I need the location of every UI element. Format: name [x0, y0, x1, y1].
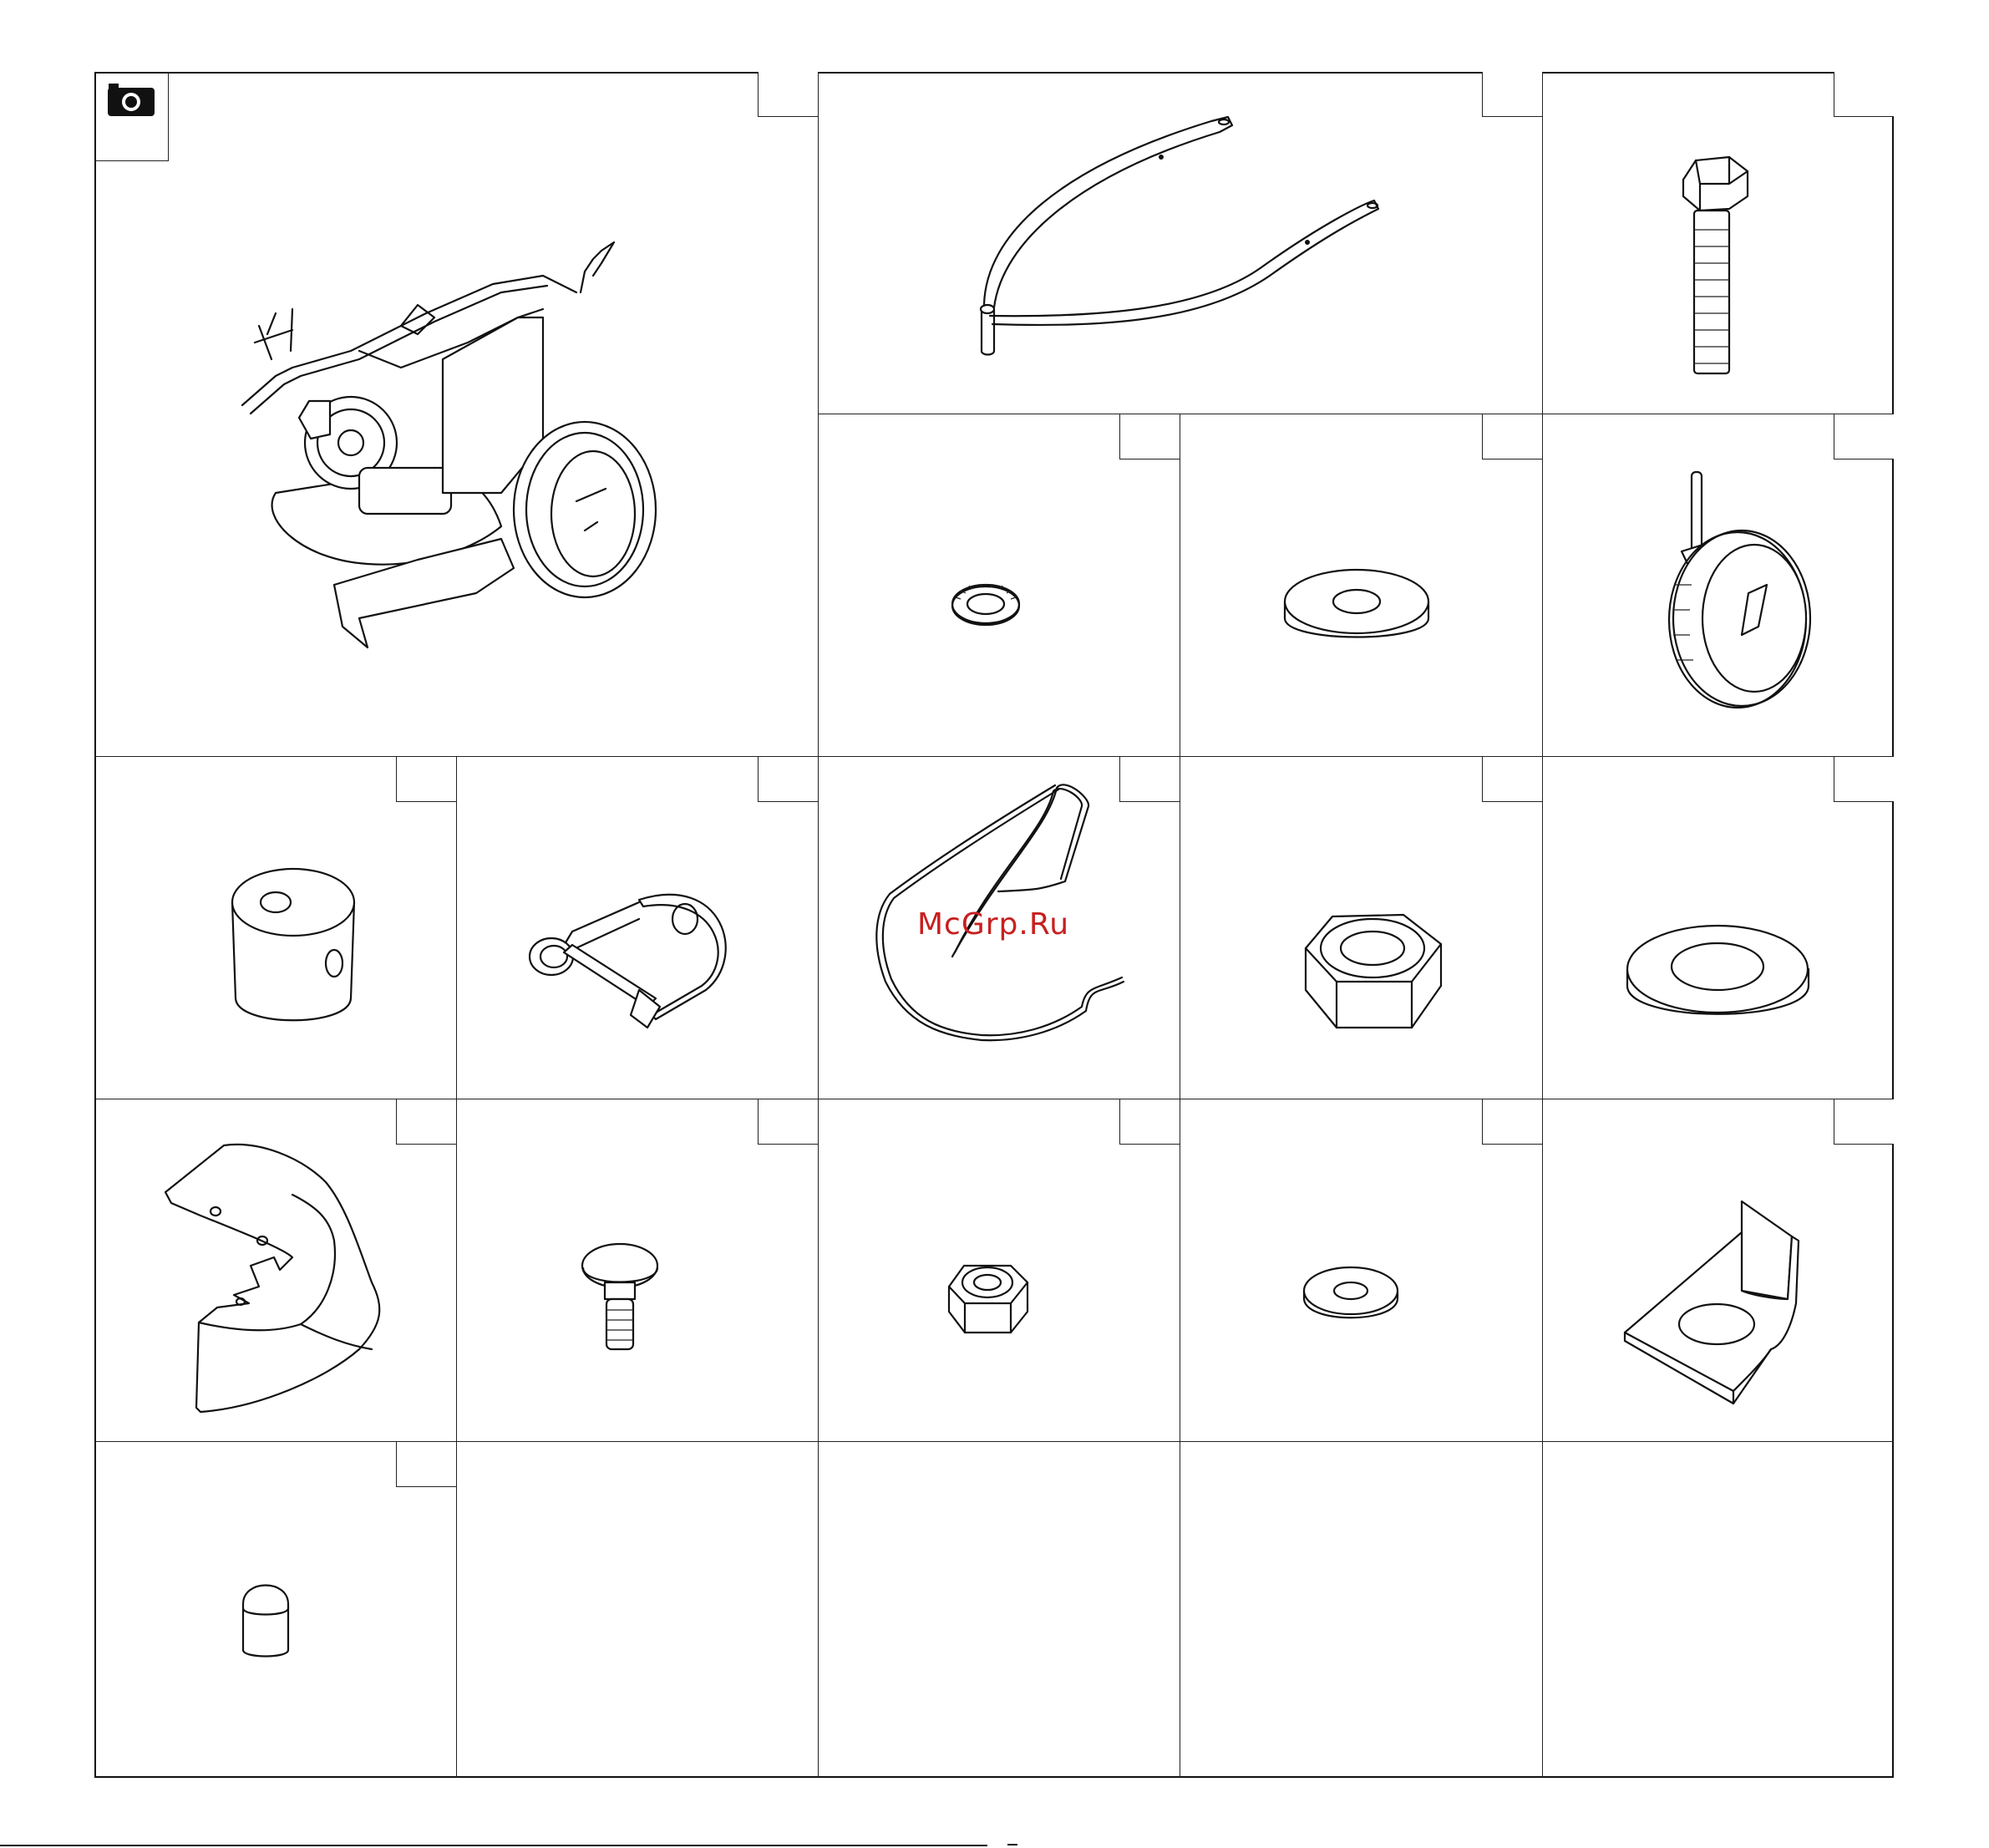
- flat-washer-drawing: [1278, 556, 1445, 664]
- lock-nut-drawing: [944, 1257, 1036, 1341]
- camera-icon: [94, 72, 169, 161]
- large-flat-washer-drawing: [1625, 906, 1817, 1032]
- small-washer-drawing: [1299, 1262, 1408, 1328]
- part-number-box: [1482, 757, 1542, 802]
- part-number-box: [1119, 414, 1180, 459]
- camera-box: [94, 72, 169, 161]
- part-number-box: [1834, 1099, 1894, 1145]
- linch-pin-drawing: [522, 890, 756, 1048]
- angle-bracket-drawing: [1616, 1199, 1850, 1408]
- part-number-box: [1482, 414, 1542, 459]
- part-number-box: [1482, 1099, 1542, 1145]
- part-number-box: [396, 1442, 456, 1487]
- cell-empty: [457, 1442, 819, 1778]
- part-number-box: [1834, 72, 1894, 117]
- carriage-bolt-drawing: [576, 1236, 668, 1353]
- footer-dash: [1007, 1844, 1017, 1845]
- brush-cutter-machine-drawing: [226, 226, 660, 668]
- caster-wheel-drawing: [1658, 468, 1817, 710]
- part-number-box: [1119, 1099, 1180, 1145]
- part-number-box: [396, 1099, 456, 1145]
- cell-empty: [819, 1442, 1180, 1778]
- part-number-box: [396, 757, 456, 802]
- hex-bolt-drawing: [1671, 150, 1771, 384]
- part-number-box: [758, 72, 818, 117]
- part-number-box: [1834, 757, 1894, 802]
- serrated-lock-washer-drawing: [944, 572, 1061, 639]
- handle-bar-frame-drawing: [969, 109, 1403, 359]
- hex-nut-drawing: [1299, 906, 1449, 1036]
- part-number-box: [758, 757, 818, 802]
- part-number-box: [758, 1099, 818, 1145]
- cell-empty: [1180, 1442, 1543, 1778]
- cell-empty: [1543, 1442, 1894, 1778]
- end-cap-drawing: [238, 1571, 297, 1663]
- watermark-text: McGrp.Ru: [917, 907, 1069, 942]
- part-number-box: [1482, 72, 1542, 117]
- spacer-bushing-drawing: [226, 865, 368, 1040]
- part-number-box: [1834, 414, 1894, 459]
- footer-rule: [0, 1845, 987, 1846]
- deflector-guard-drawing: [159, 1140, 393, 1416]
